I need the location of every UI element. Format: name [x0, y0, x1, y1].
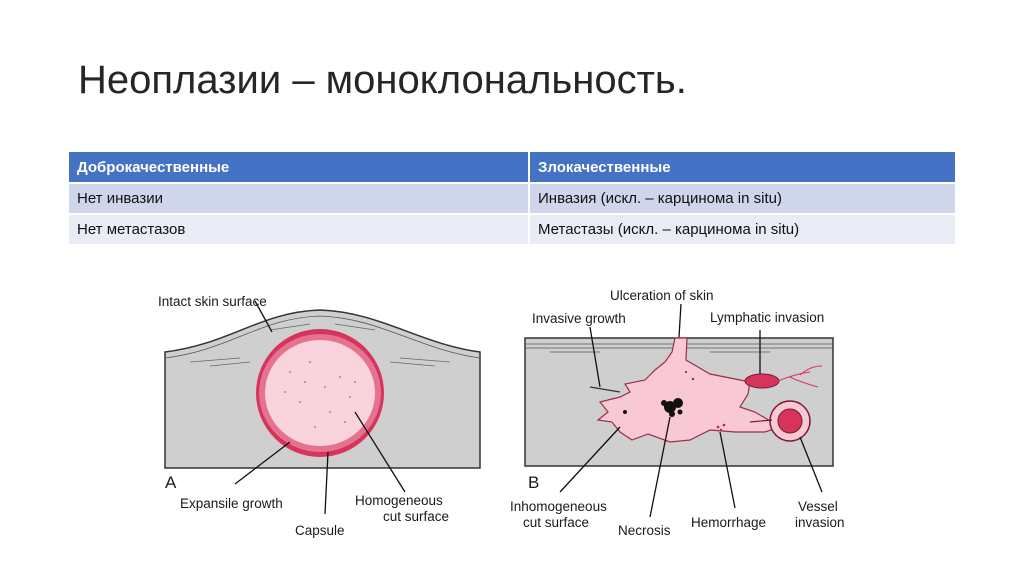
label-vessel: Vessel: [798, 499, 838, 514]
table-cell: Инвазия (искл. – карцинома in situ): [529, 182, 955, 214]
table-cell: Метастазы (искл. – карцинома in situ): [529, 213, 955, 244]
label-homogeneous-2: cut surface: [383, 509, 449, 524]
table-row: Нет метастазов Метастазы (искл. – карцин…: [69, 213, 955, 244]
table-header-row: Доброкачественные Злокачественные: [69, 152, 955, 183]
panel-a-benign: Intact skin surface Expansile growth Cap…: [158, 294, 481, 538]
label-expansile: Expansile growth: [180, 496, 283, 511]
tumor-mass: [265, 340, 375, 446]
label-necrosis: Necrosis: [618, 523, 671, 538]
malignant-tumor: [596, 337, 782, 443]
label-intact-skin: Intact skin surface: [158, 294, 267, 309]
label-lymphatic: Lymphatic invasion: [710, 310, 824, 325]
panel-a-letter: A: [165, 473, 177, 492]
label-inhomogeneous: Inhomogeneous: [510, 499, 607, 514]
table-cell: Нет инвазии: [69, 182, 530, 214]
label-hemorrhage: Hemorrhage: [691, 515, 766, 530]
table-cell: Нет метастазов: [69, 213, 530, 244]
label-invasive: Invasive growth: [532, 311, 626, 326]
label-vessel-2: invasion: [795, 515, 845, 530]
label-ulceration: Ulceration of skin: [610, 288, 714, 303]
tumor-comparison-figure: Intact skin surface Expansile growth Cap…: [158, 288, 845, 538]
label-inhomogeneous-2: cut surface: [523, 515, 589, 530]
label-homogeneous: Homogeneous: [355, 493, 443, 508]
lymphatic-vessel: [744, 373, 780, 389]
slide-title: Неоплазии – моноклональность.: [78, 58, 687, 102]
necrosis-area: [623, 398, 683, 417]
label-capsule: Capsule: [295, 523, 345, 538]
hemorrhage-area: [684, 370, 726, 432]
header-malignant: Злокачественные: [529, 152, 955, 183]
header-benign: Доброкачественные: [69, 152, 530, 183]
table-row: Нет инвазии Инвазия (искл. – карцинома i…: [69, 182, 955, 214]
panel-a-skin-line: [164, 315, 481, 359]
panel-b-letter: B: [528, 473, 539, 492]
comparison-table: Доброкачественные Злокачественные Нет ин…: [69, 152, 955, 244]
panel-b-malignant: Ulceration of skin Invasive growth Lymph…: [510, 288, 845, 538]
